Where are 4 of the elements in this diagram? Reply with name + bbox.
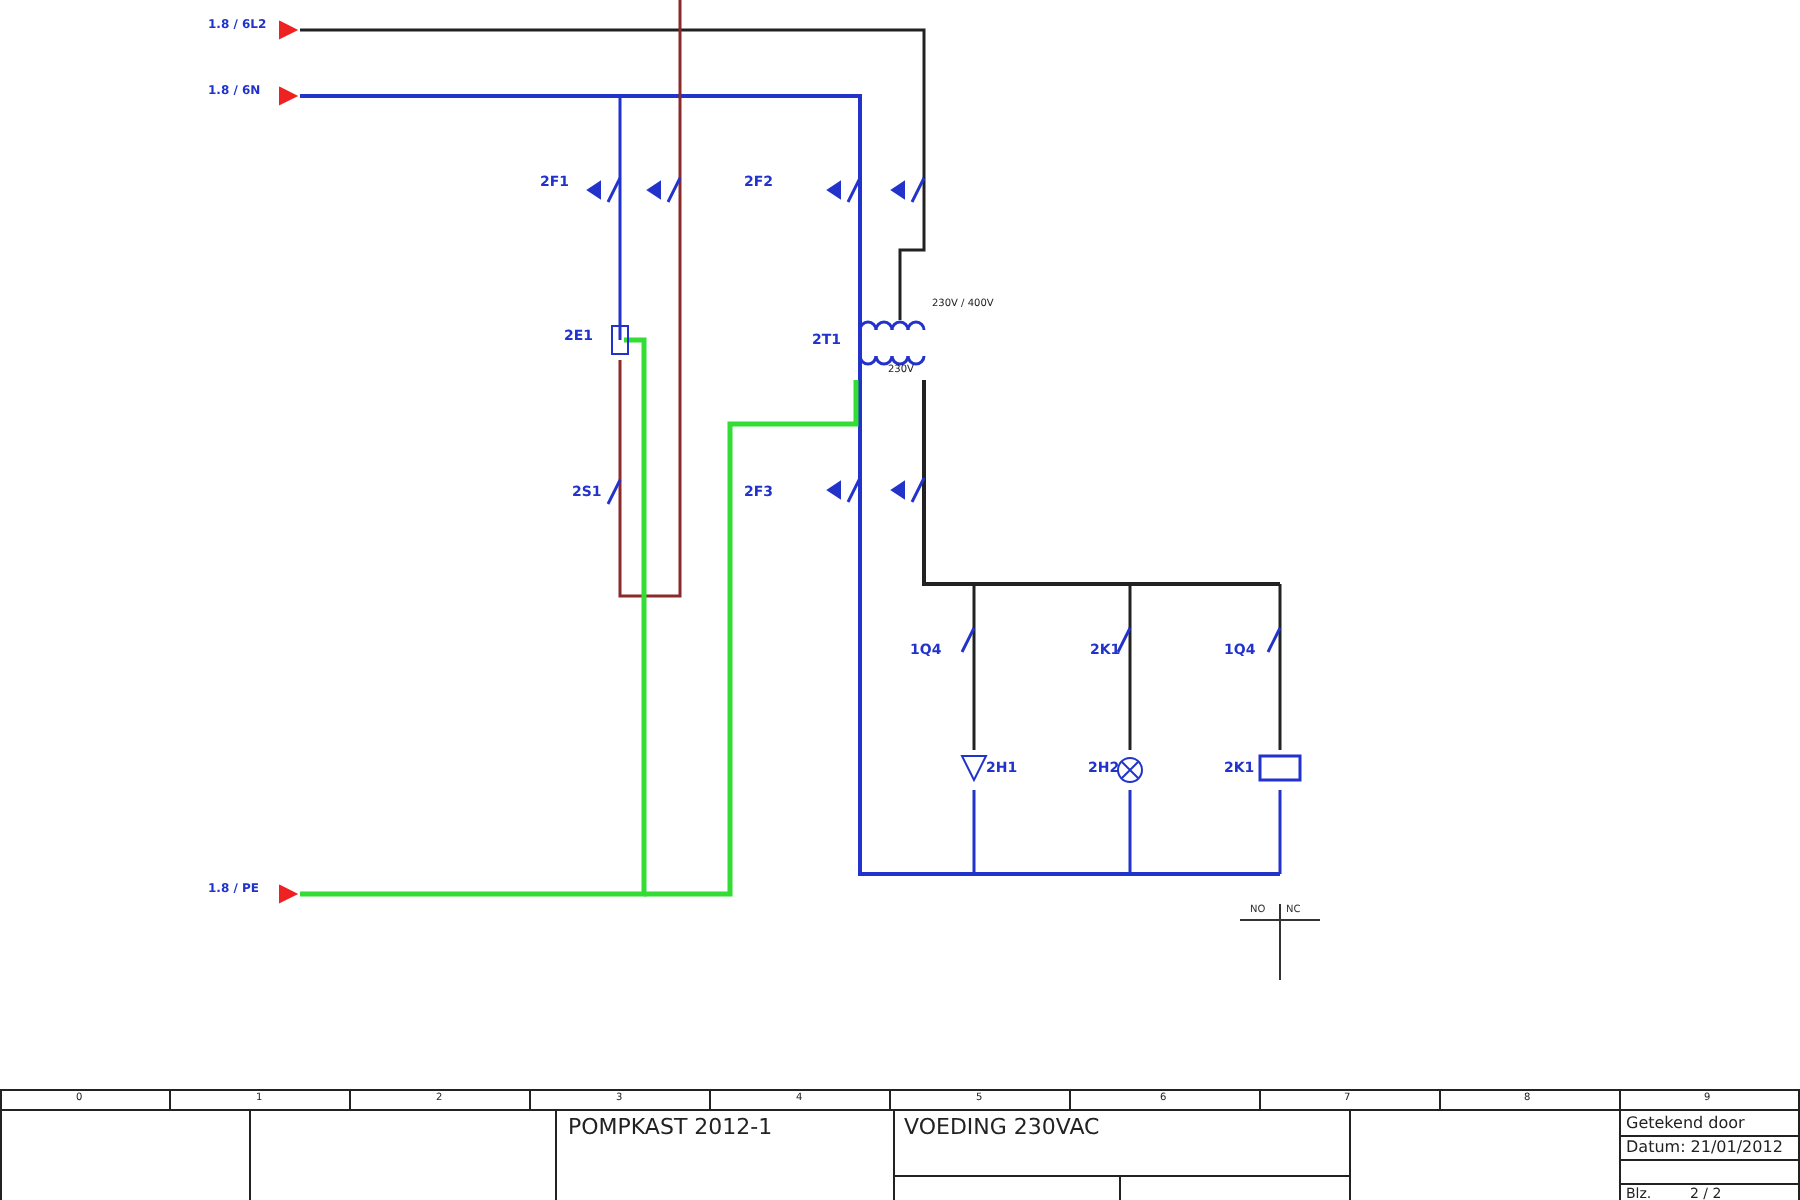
title-block-text: Getekend door [1626, 1116, 1745, 1132]
title-block-text: Datum: 21/01/2012 [1626, 1140, 1783, 1156]
title-block-text: POMPKAST 2012-1 [568, 1116, 773, 1138]
title-block-text: VOEDING 230VAC [904, 1116, 1100, 1138]
